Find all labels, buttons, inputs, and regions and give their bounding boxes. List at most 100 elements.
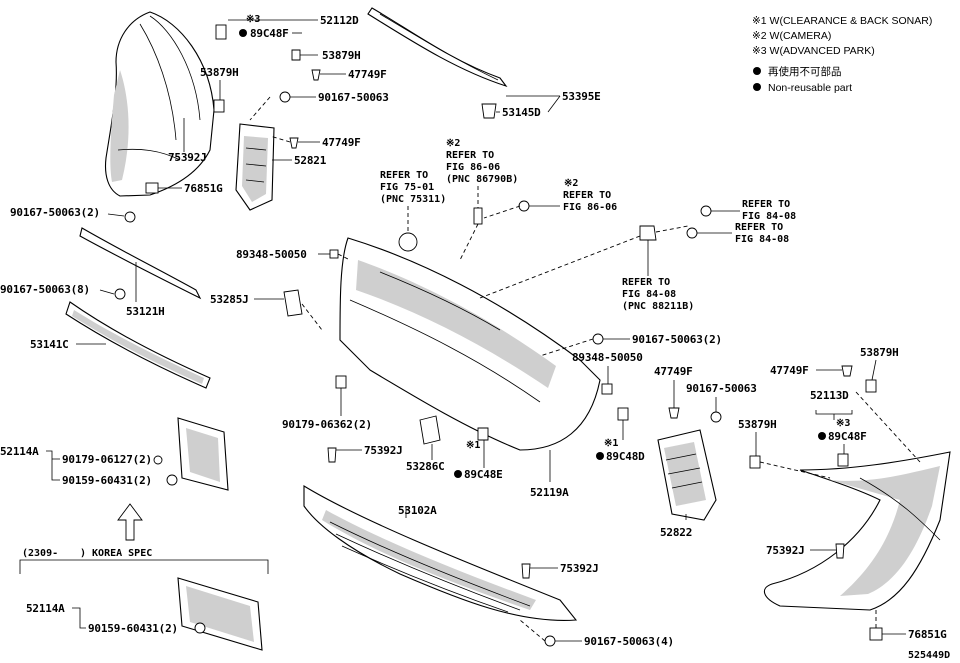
screw-icon <box>592 333 604 345</box>
part-90167-50063-a: 90167-50063 <box>318 91 389 104</box>
clip-icon <box>865 379 877 393</box>
part-53286C: 53286C <box>406 460 445 473</box>
clip-icon <box>521 563 531 579</box>
non-reusable-dot-icon <box>753 67 761 75</box>
sensor-bracket-icon <box>639 225 657 241</box>
part-89C48D: 89C48D <box>606 450 645 463</box>
clip-icon <box>869 627 883 641</box>
legend-note-2: ※2 W(CAMERA) <box>752 30 831 42</box>
screw-icon <box>700 205 712 217</box>
plate-bracket-52114A-lower <box>177 577 263 651</box>
part-53395E: 53395E <box>562 90 601 103</box>
part-52114A-b: 52114A <box>26 602 65 615</box>
part-76851G-a: 76851G <box>184 182 223 195</box>
part-52822: 52822 <box>660 526 692 539</box>
part-90167-50063-2b: 90167-50063(2) <box>632 333 722 346</box>
refer-line: FIG 86-06 <box>563 202 617 213</box>
part-47749F-b: 47749F <box>322 136 361 149</box>
part-75392J-d: 75392J <box>766 544 805 557</box>
mark-3: ※3 <box>246 14 260 25</box>
screw-icon <box>544 635 556 647</box>
part-89348-50050-a: 89348-50050 <box>236 248 307 261</box>
legend: ※1 W(CLEARANCE & BACK SONAR) ※2 W(CAMERA… <box>752 15 932 94</box>
refer-line: FIG 75-01 <box>380 182 434 193</box>
screw-icon <box>710 411 722 423</box>
part-53285J: 53285J <box>210 293 249 306</box>
clip-icon <box>289 137 299 149</box>
sensor-icon <box>837 453 849 467</box>
refer-line: REFER TO <box>735 222 783 233</box>
screw-icon <box>518 200 530 212</box>
screw-icon <box>114 288 126 300</box>
part-90167-50063-8: 90167-50063(8) <box>0 283 90 296</box>
part-52821: 52821 <box>294 154 327 167</box>
part-52112D: 52112D <box>320 14 359 27</box>
part-90159-60431-b: 90159-60431(2) <box>88 622 178 635</box>
mark-1b: ※1 <box>604 438 618 449</box>
part-89C48F-left: 89C48F <box>250 27 289 40</box>
plate-bracket-52114A-upper <box>177 417 229 491</box>
part-76851G-b: 76851G <box>908 628 947 641</box>
upper-molding-53395E <box>367 7 508 88</box>
part-53102A: 53102A <box>398 504 437 517</box>
bracket-52821 <box>235 123 275 211</box>
refer-line: (PNC 75311) <box>380 194 446 205</box>
refer-line: FIG 86-06 <box>446 162 500 173</box>
clip-icon <box>311 69 321 81</box>
part-90167-50063-b: 90167-50063 <box>686 382 757 395</box>
refer-line: FIG 84-08 <box>735 234 789 245</box>
sensor-icon <box>617 407 629 421</box>
refer-line: REFER TO <box>622 277 670 288</box>
refer-line: (PNC 88211B) <box>622 301 694 312</box>
screw-icon <box>124 211 136 223</box>
part-75392J-c: 75392J <box>560 562 599 575</box>
clip-icon <box>213 99 225 113</box>
emblem-icon <box>398 232 418 252</box>
part-52114A-a: 52114A <box>0 445 39 458</box>
lower-grille-53102A <box>303 485 578 621</box>
part-52113D: 52113D <box>810 389 849 402</box>
part-89C48E: 89C48E <box>464 468 503 481</box>
part-90167-50063-2a: 90167-50063(2) <box>10 206 100 219</box>
part-47749F-c: 47749F <box>654 365 693 378</box>
fender-liner-left <box>104 11 215 197</box>
refer-line: FIG 84-08 <box>742 211 796 222</box>
bracket-icon <box>481 103 497 119</box>
molding-53141C <box>65 301 211 389</box>
part-75392J-b: 75392J <box>364 444 403 457</box>
part-53145D: 53145D <box>502 106 541 119</box>
part-53879H-a: 53879H <box>322 49 361 62</box>
nut-icon <box>335 375 347 389</box>
legend-nonreuse-jp: 再使用不可部品 <box>768 65 842 78</box>
screw-icon <box>686 227 698 239</box>
part-53121H: 53121H <box>126 305 165 318</box>
mark-1a: ※1 <box>466 440 480 451</box>
legend-note-3: ※3 W(ADVANCED PARK) <box>752 45 875 57</box>
part-90167-50063-4: 90167-50063(4) <box>584 635 674 648</box>
part-53141C: 53141C <box>30 338 69 351</box>
clip-icon <box>835 543 845 559</box>
mark-2b: ※2 <box>564 178 578 189</box>
spec-name: ) KOREA SPEC <box>80 548 152 559</box>
cover-cap-icon <box>283 289 303 317</box>
bumper-cover-52119A <box>339 237 601 451</box>
bracket-icon <box>601 383 613 395</box>
refer-line: REFER TO <box>446 150 494 161</box>
part-89C48F-right: 89C48F <box>828 430 867 443</box>
part-89348-50050-b: 89348-50050 <box>572 351 643 364</box>
clip-icon <box>327 447 337 463</box>
mark-3b: ※3 <box>836 418 850 429</box>
refer-line: REFER TO <box>380 170 428 181</box>
bracket-icon <box>329 249 339 259</box>
clip-icon <box>749 455 761 469</box>
clip-icon <box>668 407 680 419</box>
clip-icon <box>215 24 227 40</box>
clip-icon <box>841 365 853 377</box>
